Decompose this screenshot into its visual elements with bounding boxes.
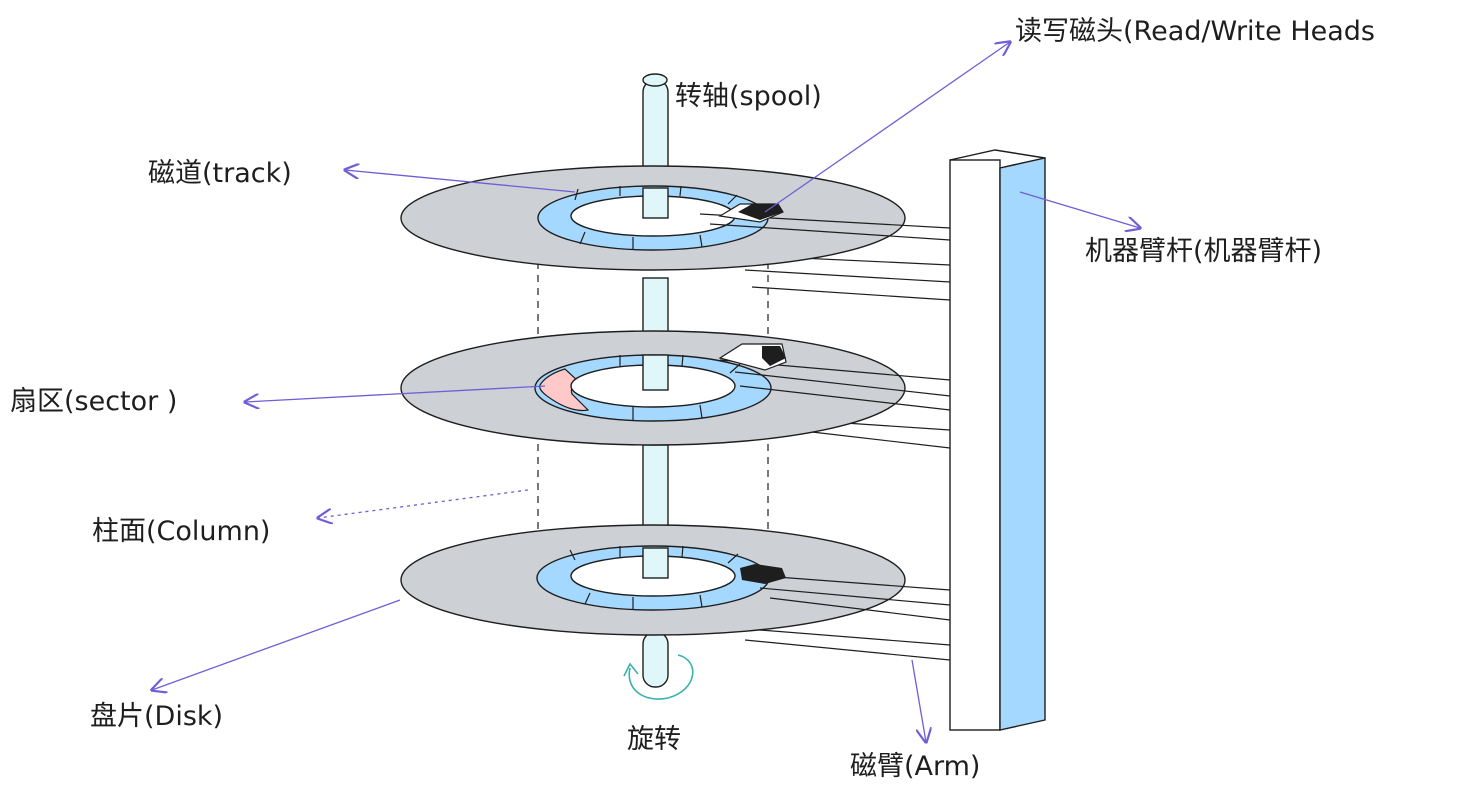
label-arm-bar: 机器臂杆(机器臂杆): [1085, 236, 1322, 267]
label-rotate: 旋转: [627, 724, 681, 755]
label-track: 磁道(track): [148, 158, 292, 189]
label-arm: 磁臂(Arm): [850, 751, 980, 782]
label-sector: 扇区(sector ): [10, 386, 177, 417]
platter-middle: [400, 330, 951, 449]
arrow-arm-bar: [1019, 191, 1140, 228]
label-heads: 读写磁头(Read/Write Heads: [1015, 16, 1375, 47]
label-disk: 盘片(Disk): [90, 701, 223, 732]
label-column: 柱面(Column): [92, 516, 270, 547]
arm-column: [949, 149, 1046, 731]
rotation-arrow: [623, 654, 694, 700]
arrow-column: [318, 489, 529, 518]
leader-arrows: [152, 42, 1140, 742]
platter-top: [400, 165, 951, 301]
arrow-track: [345, 170, 576, 193]
arrow-arm: [911, 659, 926, 742]
arrow-sector: [245, 385, 546, 402]
platter-bottom: [400, 524, 951, 661]
arrow-heads: [764, 42, 1010, 213]
label-spool: 转轴(spool): [675, 81, 822, 112]
arrow-disk: [152, 599, 401, 690]
